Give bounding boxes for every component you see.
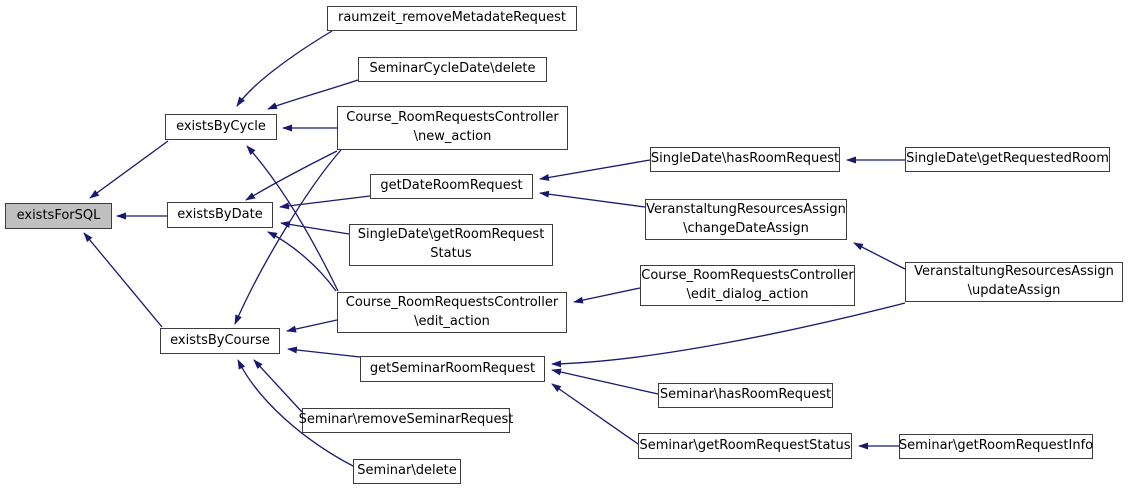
edge-ea-dat: [267, 231, 337, 292]
edge-cyc-fsql: [89, 140, 169, 199]
node-sgs[interactable]: SingleDate\getRoomRequest Status: [349, 224, 553, 266]
node-srr[interactable]: Seminar\removeSeminarRequest: [299, 408, 513, 433]
edge-semhr-gsr: [551, 368, 659, 395]
node-eda[interactable]: Course_RoomRequestsController \edit_dial…: [640, 265, 855, 306]
node-dat[interactable]: existsByDate: [167, 202, 273, 228]
node-na[interactable]: Course_RoomRequestsController \new_actio…: [337, 106, 568, 150]
node-cyc[interactable]: existsByCycle: [165, 114, 277, 140]
edge-ua-cda: [853, 242, 906, 270]
node-sgrr[interactable]: SingleDate\getRequestedRoom: [905, 147, 1110, 172]
edge-rmr-cyc: [236, 30, 333, 107]
edge-gsr-crs: [287, 346, 361, 358]
node-scd[interactable]: SeminarCycleDate\delete: [358, 57, 547, 82]
edge-na-dat: [245, 150, 338, 201]
edge-sdel-crs: [237, 359, 354, 467]
node-semgri[interactable]: Seminar\getRoomRequestInfo: [899, 434, 1093, 459]
edge-ea-cyc: [246, 145, 339, 292]
edge-crs-fsql: [83, 232, 163, 328]
edge-eda-ea: [573, 287, 641, 304]
edge-semgrs-gsr: [551, 383, 639, 445]
edge-ea-crs: [286, 319, 338, 333]
node-ea[interactable]: Course_RoomRequestsController \edit_acti…: [337, 292, 567, 333]
node-ua[interactable]: VeranstaltungResourcesAssign \updateAssi…: [905, 262, 1123, 302]
edge-shr-gdr: [539, 159, 651, 181]
edge-sgs-dat: [280, 220, 350, 235]
node-gdr[interactable]: getDateRoomRequest: [370, 174, 533, 199]
edge-cda-gdr: [539, 190, 646, 208]
node-cda[interactable]: VeranstaltungResourcesAssign \changeDate…: [645, 199, 847, 240]
node-semhr[interactable]: Seminar\hasRoomRequest: [658, 383, 833, 408]
node-sdel[interactable]: Seminar\delete: [353, 459, 461, 484]
node-semgrs[interactable]: Seminar\getRoomRequestStatus: [638, 433, 852, 459]
edge-srr-crs: [253, 359, 303, 413]
edge-gdr-dat: [279, 195, 371, 210]
node-shr[interactable]: SingleDate\hasRoomRequest: [650, 147, 840, 172]
node-crs[interactable]: existsByCourse: [160, 328, 280, 354]
node-gsr[interactable]: getSeminarRoomRequest: [360, 356, 545, 382]
node-rmr[interactable]: raumzeit_removeMetadateRequest: [327, 6, 577, 31]
edge-scd-cyc: [267, 79, 359, 110]
node-fsql: existsForSQL: [5, 203, 112, 229]
edge-ua-gsr: [551, 302, 906, 368]
